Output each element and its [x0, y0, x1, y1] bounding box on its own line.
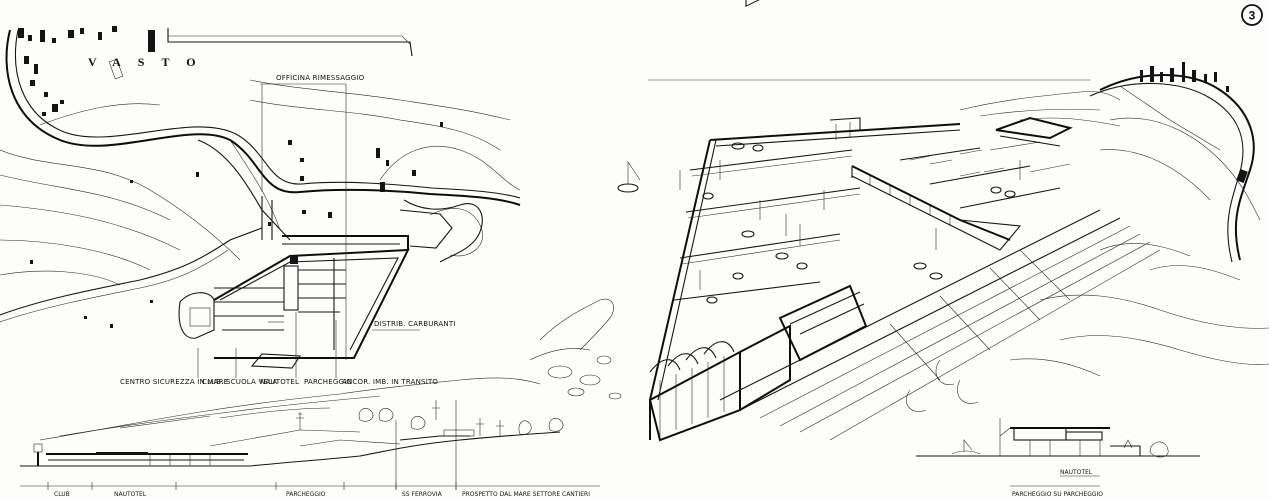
label-officina: OFFICINA RIMESSAGGIO [276, 74, 365, 82]
label-club: CLUB. SCUOLA VELA [202, 378, 277, 386]
label-ancoraggio: ANCOR. IMB. IN TRANSITO [342, 378, 438, 386]
city-name: VASTO [88, 55, 213, 69]
label-centro: CENTRO SICUREZZA IN MARE [120, 378, 228, 386]
label-distributore: DISTRIB. CARBURANTI [374, 320, 456, 328]
sec-right-label-nautotel: NAUTOTEL [1060, 469, 1093, 476]
warehouse-block [648, 0, 868, 442]
section-left: CLUB NAUTOTEL PARCHEGGIO SS FERROVIA PRO… [20, 377, 600, 498]
town-blocks [18, 26, 443, 328]
sec-label-club: CLUB [54, 491, 70, 498]
sec-label-nautotel: NAUTOTEL [114, 491, 147, 498]
sec-label-prospetto: PROSPETTO DAL MARE SETTORE CANTIERI [462, 491, 590, 498]
label-parcheggio: PARCHEGGIO [304, 378, 352, 386]
harbour-plan [178, 196, 453, 369]
skyline [1140, 62, 1229, 92]
boats [617, 142, 1021, 304]
section-right: NAUTOTEL PARCHEGGIO SU PARCHEGGIO [916, 418, 1200, 498]
sec-right-label-parcheggio: PARCHEGGIO SU PARCHEGGIO [1012, 491, 1103, 498]
label-nautotel: NAUTOTEL [260, 378, 299, 386]
aerial-perspective [617, 0, 1269, 442]
page-number-badge: 3 [1241, 4, 1263, 26]
site-plan: VASTO OFFICINA RIMESSAGGIO DISTRIB. CARB… [0, 26, 622, 400]
page-number: 3 [1249, 9, 1256, 23]
sec-label-parcheggio: PARCHEGGIO [286, 491, 326, 498]
sec-label-ferrovia: SS FERROVIA [402, 491, 443, 498]
